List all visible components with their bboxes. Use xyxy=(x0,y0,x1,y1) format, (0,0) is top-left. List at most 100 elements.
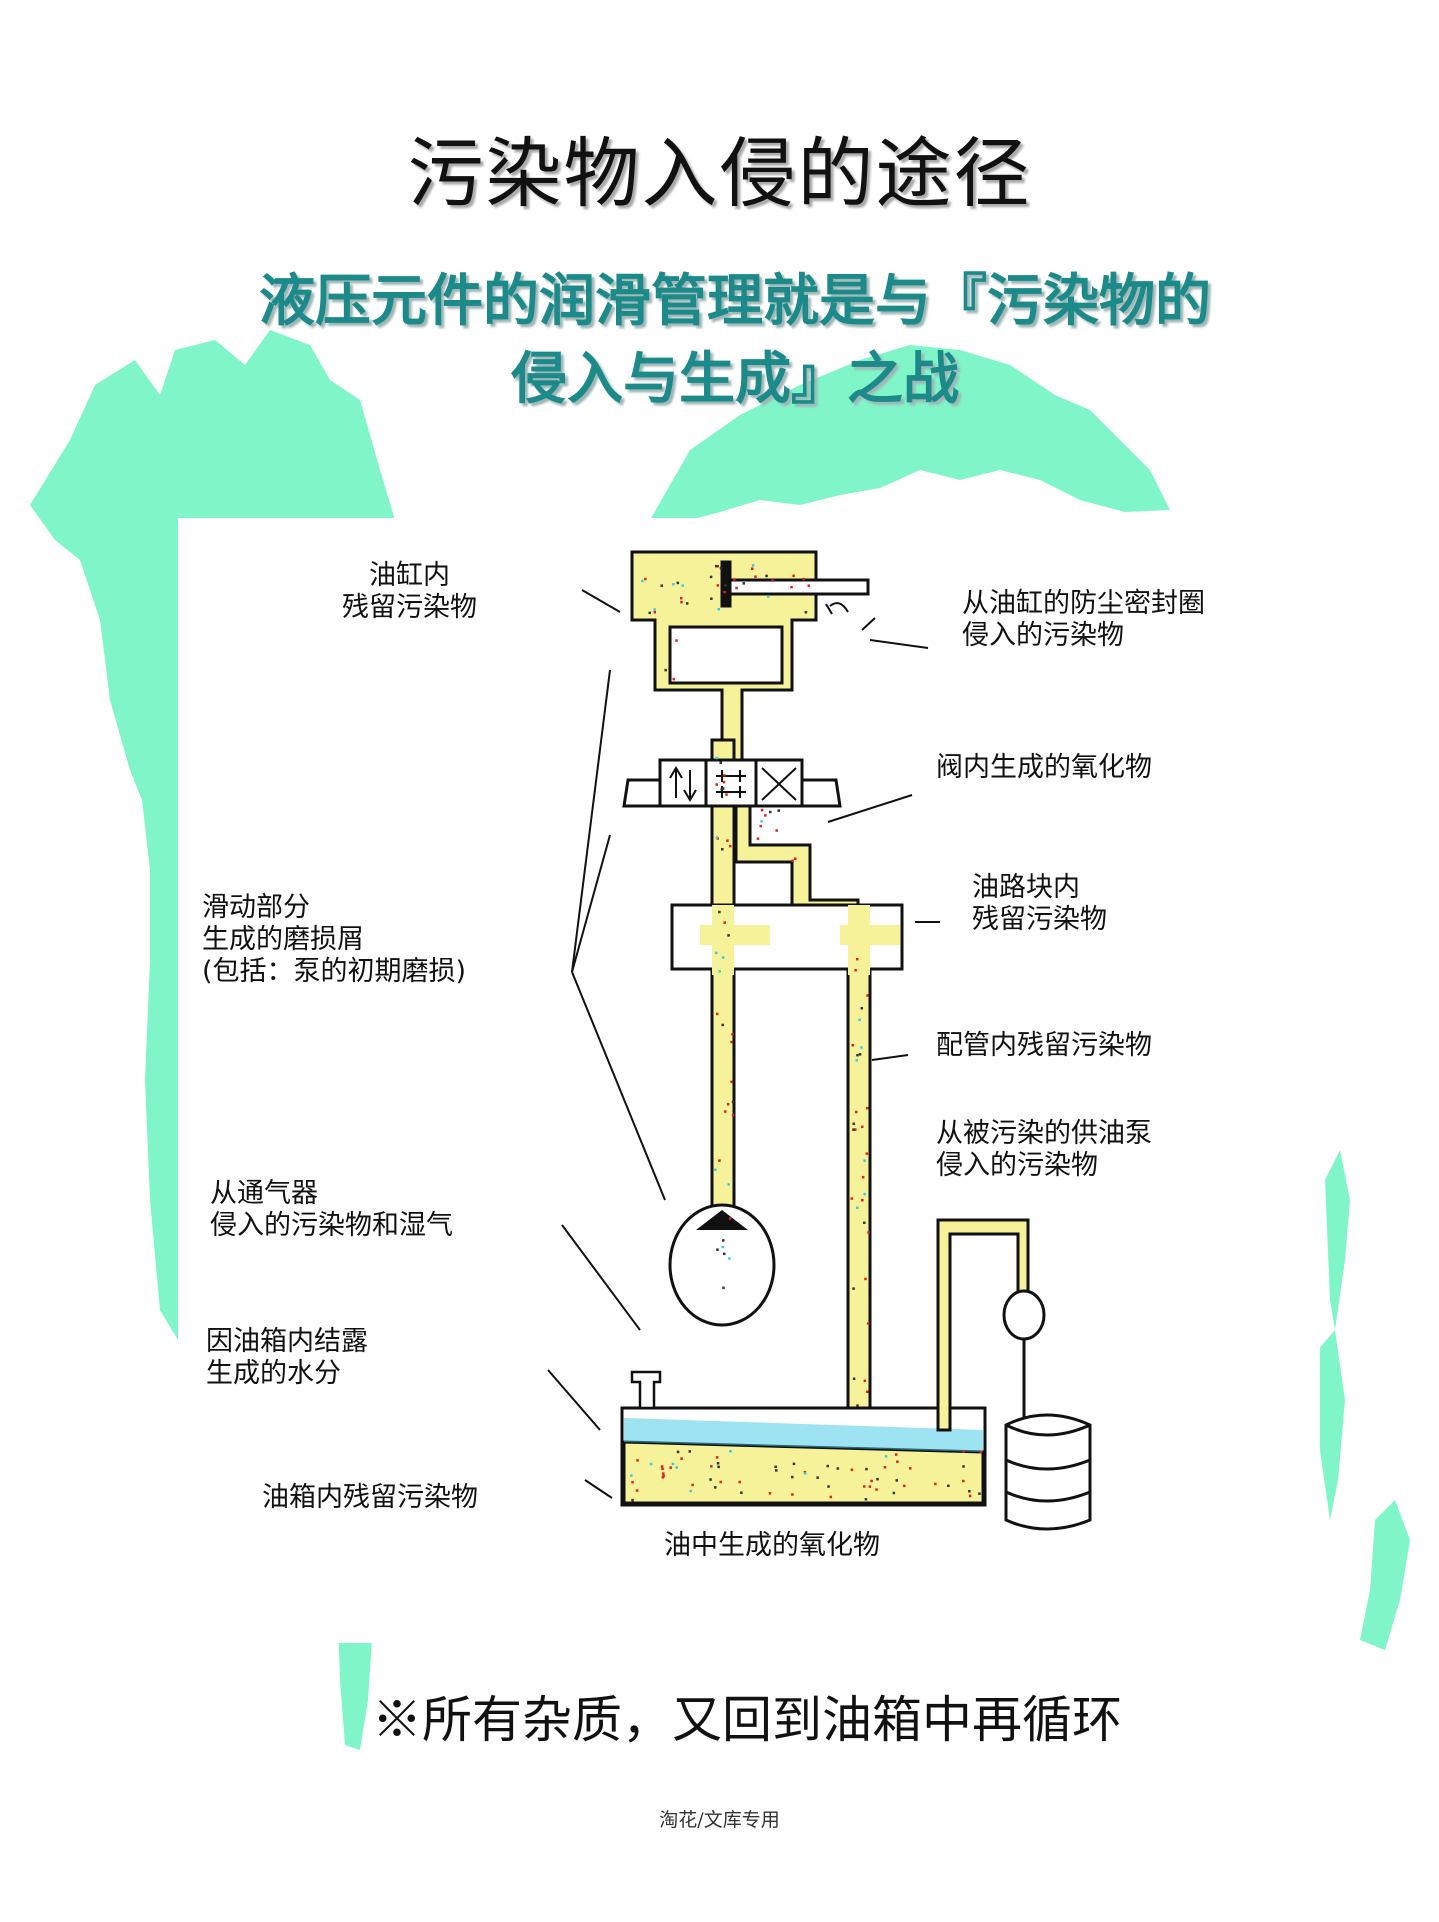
particle xyxy=(720,788,723,791)
particle xyxy=(680,1457,683,1460)
map-island-b xyxy=(930,356,985,392)
particle xyxy=(714,1486,717,1489)
particle xyxy=(730,1080,733,1084)
label-sliding-wear: 滑动部分 生成的磨损屑 (包括：泵的初期磨损) xyxy=(202,892,467,987)
particle xyxy=(726,839,729,842)
particle xyxy=(723,590,726,594)
particle xyxy=(774,1465,777,1469)
particle xyxy=(867,1231,870,1234)
particle xyxy=(863,1221,866,1224)
particle xyxy=(721,1239,725,1242)
page-subtitle: 液压元件的润滑管理就是与『污染物的 侵入与生成』之战 xyxy=(170,262,1300,418)
piston-head xyxy=(720,560,732,608)
particle xyxy=(714,951,718,955)
particle xyxy=(675,639,678,642)
particle xyxy=(669,1466,672,1469)
particle xyxy=(672,583,675,586)
particle xyxy=(714,1168,717,1172)
map-strip-far-right xyxy=(1360,1500,1410,1650)
particle xyxy=(675,1466,678,1469)
particle xyxy=(860,1006,864,1010)
particle xyxy=(731,1033,734,1036)
particle xyxy=(636,1459,639,1462)
particle xyxy=(649,1462,653,1466)
particle xyxy=(791,859,794,863)
label-pipe-residue: 配管内残留污染物 xyxy=(936,1030,1152,1061)
particle xyxy=(631,1498,634,1502)
pump-arrow xyxy=(696,1210,748,1230)
particle xyxy=(722,774,726,777)
hydraulic-diagram xyxy=(547,550,1092,1531)
particle xyxy=(875,1488,878,1491)
particle xyxy=(903,1484,906,1488)
particle xyxy=(791,1475,794,1479)
particle xyxy=(722,1252,726,1256)
label-dust-seal: 从油缸的防尘密封圈 侵入的污染物 xyxy=(962,588,1205,651)
particle xyxy=(764,814,767,817)
particle xyxy=(884,1455,888,1458)
particle xyxy=(865,1390,869,1394)
label-breather: 从通气器 侵入的污染物和湿气 xyxy=(210,1178,453,1241)
particle xyxy=(894,1453,898,1456)
particle xyxy=(740,1491,743,1494)
footer-note: ※所有杂质，又回到油箱中再循环 xyxy=(372,1691,1122,1749)
particle xyxy=(858,1018,861,1022)
particle xyxy=(715,783,718,786)
particle xyxy=(855,957,859,961)
particle xyxy=(792,1462,796,1466)
particle xyxy=(727,1183,731,1186)
particle xyxy=(865,1152,869,1155)
particle xyxy=(868,1485,872,1488)
particle xyxy=(860,1125,864,1129)
particle xyxy=(681,584,684,587)
particle xyxy=(777,809,781,812)
supply-pump xyxy=(1002,1289,1046,1341)
particle xyxy=(968,1494,972,1498)
particle xyxy=(856,1206,859,1210)
particle xyxy=(870,1479,873,1483)
particle xyxy=(715,836,719,839)
particle xyxy=(854,1128,857,1131)
map-strip-right-low xyxy=(1318,1330,1345,1520)
particle xyxy=(768,1492,772,1495)
valve-solenoid xyxy=(622,778,662,808)
particle xyxy=(865,1467,868,1471)
particle xyxy=(735,586,738,590)
particle xyxy=(710,597,713,600)
piston-rod xyxy=(726,578,870,596)
particle xyxy=(719,761,722,765)
particle xyxy=(653,610,657,614)
particle xyxy=(730,1040,733,1044)
particle xyxy=(721,787,725,790)
particle xyxy=(729,1450,732,1453)
particle xyxy=(715,756,718,760)
tank-water xyxy=(624,1418,983,1452)
particle xyxy=(867,1322,870,1325)
subtitle-line-1: 液压元件的润滑管理就是与『污染物的 xyxy=(259,268,1211,334)
particle xyxy=(861,1175,865,1179)
particle xyxy=(790,585,793,589)
barrel-icon xyxy=(1004,1413,1092,1531)
particle xyxy=(727,934,730,937)
valve-solenoid-right xyxy=(800,778,842,808)
particle xyxy=(850,1197,854,1200)
map-continent-right xyxy=(650,345,1170,520)
particle xyxy=(864,1277,867,1281)
particle xyxy=(718,1159,721,1162)
particle xyxy=(722,1286,725,1290)
particle xyxy=(852,1287,855,1290)
particle xyxy=(662,1472,665,1475)
particle xyxy=(792,574,795,578)
particle xyxy=(962,1465,965,1468)
supply-line xyxy=(936,1218,1030,1432)
particle xyxy=(760,820,763,823)
particle xyxy=(807,584,811,588)
particle xyxy=(723,921,726,924)
particle xyxy=(767,595,770,598)
particle xyxy=(866,994,869,997)
particle xyxy=(676,1450,680,1454)
particle xyxy=(852,1377,856,1381)
label-block-residue: 油路块内 残留污染物 xyxy=(972,872,1107,935)
particle xyxy=(721,956,725,959)
particle xyxy=(768,810,772,814)
